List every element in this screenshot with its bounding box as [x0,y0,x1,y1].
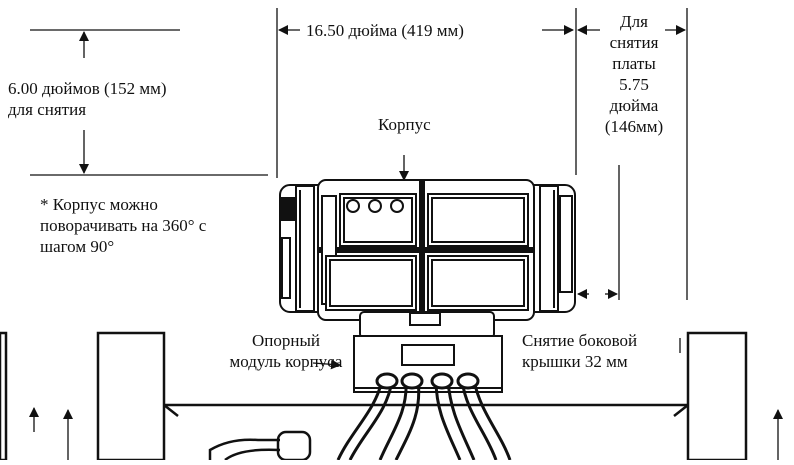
dimension-arrows [29,25,783,460]
housing-body [279,179,576,321]
support-arrow [312,359,341,370]
support-module-label: Опорный модуль корпуса [229,331,343,371]
pipe-assembly [0,331,748,462]
cables [336,372,512,461]
rotation-note: * Корпус можно поворачивать на 360° с ша… [40,195,207,256]
extension-lines [30,8,688,300]
width-dimension-label: 16.50 дюйма (419 мм) [306,21,464,40]
side-cover-label: Снятие боковой крышки 32 мм [522,331,638,371]
housing-label: Корпус [378,115,431,134]
board-removal-label: Для снятия платы 5.75 дюйма (146мм) [604,12,664,136]
height-dimension-label: 6.00 дюймов (152 мм) для снятия [8,79,167,119]
